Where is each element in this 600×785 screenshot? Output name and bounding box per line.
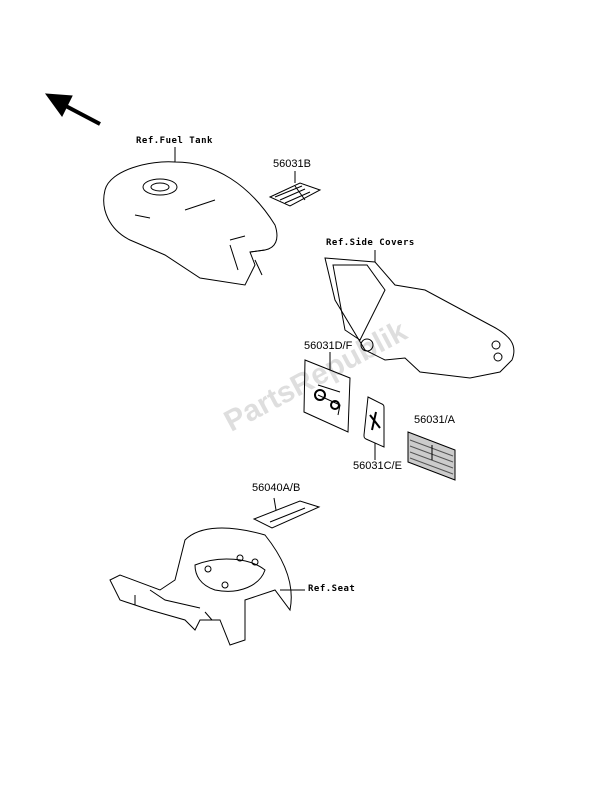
- fuel-tank: [103, 147, 278, 286]
- label-56031b-part: [268, 171, 322, 207]
- seat: [109, 527, 305, 646]
- part-56031ce-label[interactable]: 56031C/E: [353, 460, 402, 472]
- part-56040ab-label[interactable]: 56040A/B: [252, 482, 301, 494]
- ref-fuel-tank-label: Ref.Fuel Tank: [136, 136, 213, 146]
- label-56031df-part: [303, 352, 351, 433]
- label-56031a-part: [407, 431, 456, 481]
- ref-seat-label: Ref.Seat: [308, 584, 356, 594]
- label-56040ab-part: [252, 497, 321, 529]
- side-cover: [324, 250, 515, 379]
- label-56031ce-part: [363, 396, 385, 460]
- part-56031b-label[interactable]: 56031B: [273, 158, 311, 170]
- part-56031df-label[interactable]: 56031D/F: [304, 340, 353, 352]
- part-56031a-label[interactable]: 56031/A: [414, 414, 455, 426]
- direction-arrow-icon: [44, 93, 101, 126]
- ref-side-covers-label: Ref.Side Covers: [326, 238, 415, 248]
